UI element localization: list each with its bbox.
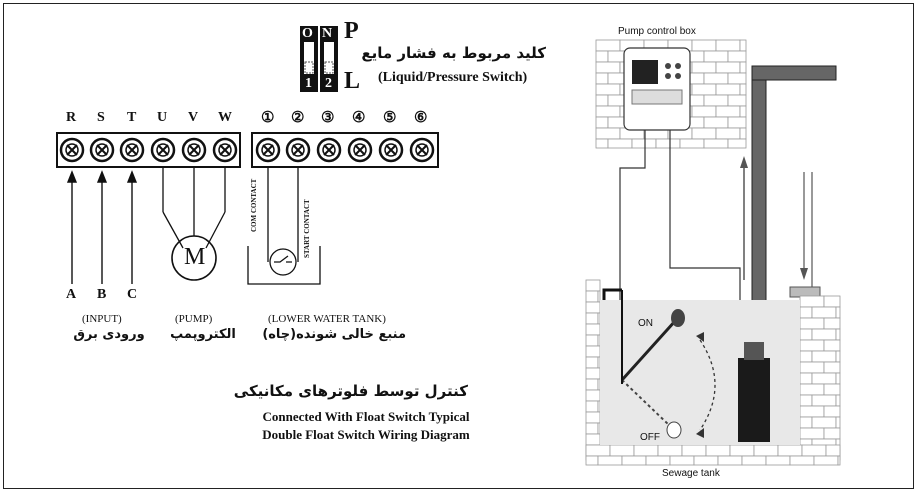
- terminal-label-4: ④: [352, 110, 366, 126]
- switch-title-fa: کلید مربوط به فشار مایع: [361, 44, 546, 62]
- terminal-label-r: R: [66, 110, 77, 125]
- tank-name-label: Sewage tank: [662, 468, 720, 479]
- com-contact-label: COM CONTACT: [250, 178, 258, 232]
- terminal-label-v: V: [188, 110, 199, 125]
- terminal-strip-left: [56, 132, 241, 168]
- tank-label-fa: منبع خالی شونده(چاه): [262, 327, 406, 342]
- input-arrows: [66, 170, 138, 284]
- terminal-screw: [378, 137, 404, 163]
- phase-c: C: [127, 287, 138, 302]
- motor-wiring: [162, 167, 226, 281]
- input-label-fa: ورودی برق: [73, 327, 145, 342]
- terminal-screw: [59, 137, 85, 163]
- start-contact-label: START CONTACT: [303, 199, 311, 258]
- pump-label-fa: الکتروپمپ: [170, 327, 236, 342]
- dip-label-1: 1: [305, 76, 312, 91]
- terminal-strip-right: [251, 132, 439, 168]
- motor-label: M: [184, 244, 206, 270]
- terminal-screw: [316, 137, 342, 163]
- terminal-label-2: ②: [291, 110, 305, 126]
- dip-label-o: O: [302, 26, 313, 41]
- terminal-screw: [181, 137, 207, 163]
- terminal-screw: [347, 137, 373, 163]
- float-off-label: OFF: [640, 432, 660, 443]
- input-label-en: (INPUT): [82, 313, 122, 325]
- terminal-label-w: W: [218, 110, 232, 125]
- terminal-label-u: U: [157, 110, 168, 125]
- terminal-label-3: ③: [321, 110, 335, 126]
- dip-letter-l: L: [344, 68, 361, 94]
- terminal-screw: [255, 137, 281, 163]
- caption-fa: کنترل توسط فلوترهای مکانیکی: [233, 382, 468, 400]
- terminal-screw: [150, 137, 176, 163]
- terminal-screw: [89, 137, 115, 163]
- phase-b: B: [97, 287, 107, 302]
- control-box-label: Pump control box: [618, 26, 696, 37]
- terminal-label-t: T: [127, 110, 137, 125]
- caption-en-line2: Double Float Switch Wiring Diagram: [262, 427, 470, 442]
- terminal-screw: [409, 137, 435, 163]
- tank-label-en: (LOWER WATER TANK): [268, 313, 386, 325]
- dip-switch: [300, 26, 338, 92]
- terminal-screw: [119, 137, 145, 163]
- terminal-screw: [212, 137, 238, 163]
- switch-title-en: (Liquid/Pressure Switch): [378, 70, 528, 85]
- pump-illustration: [585, 39, 841, 466]
- terminal-label-1: ①: [261, 110, 275, 126]
- outer-frame: [3, 3, 914, 489]
- float-on-label: ON: [638, 318, 653, 329]
- float-contacts: [247, 167, 321, 285]
- dip-label-n: N: [322, 26, 333, 41]
- dip-label-2: 2: [325, 76, 332, 91]
- terminal-label-s: S: [97, 110, 105, 125]
- caption-en-line1: Connected With Float Switch Typical: [262, 409, 470, 424]
- terminal-screw: [285, 137, 311, 163]
- phase-a: A: [66, 287, 77, 302]
- terminal-label-6: ⑥: [414, 110, 428, 126]
- terminal-label-5: ⑤: [383, 110, 397, 126]
- dip-letter-p: P: [344, 18, 359, 44]
- pump-label-en: (PUMP): [175, 313, 213, 325]
